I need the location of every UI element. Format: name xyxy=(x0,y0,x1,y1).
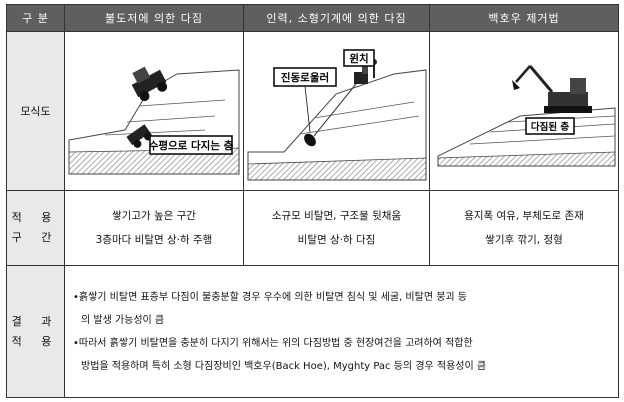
winch-cable xyxy=(313,83,357,137)
callout-winch: 윈치 xyxy=(349,52,368,65)
header-row: 구 분 불도저에 의한 다짐 인력, 소형기계에 의한 다짐 백호우 제거법 xyxy=(6,4,619,32)
callout-vibration-roller: 진동로울러 xyxy=(281,71,329,84)
apply-bulldozer: 쌓기고가 높은 구간 3층마다 비탈면 상·하 주행 xyxy=(64,190,244,266)
apply-label-line1: 적 용 xyxy=(11,211,60,224)
compaction-table: 구 분 불도저에 의한 다짐 인력, 소형기계에 의한 다짐 백호우 제거법 모… xyxy=(6,4,619,398)
ground-hatch-2 xyxy=(247,157,427,181)
header-category: 구 분 xyxy=(6,4,65,32)
bulldozer-diagram-cell: 수평으로 다지는 층 xyxy=(64,31,244,191)
callout-box xyxy=(149,135,233,155)
roller-icon xyxy=(304,133,316,147)
callout-winch-box xyxy=(343,49,375,67)
backhoe-diagram: 다짐된 층 xyxy=(437,65,616,167)
apply-manual: 소규모 비탈면, 구조물 뒷채움 비탈면 상·하 다짐 xyxy=(243,190,430,266)
header-bulldozer: 불도저에 의한 다짐 xyxy=(64,4,244,32)
backhoe-diagram-cell: 다짐된 층 xyxy=(429,31,619,191)
apply-backhoe: 용지폭 여유, 부체도로 존재 쌓기후 깎기, 정형 xyxy=(429,190,619,266)
header-backhoe: 백호우 제거법 xyxy=(429,4,619,32)
apply-bulldozer-line1: 쌓기고가 높은 구간 xyxy=(112,210,196,222)
result-label-line1: 결 과 xyxy=(11,314,60,328)
header-manual: 인력, 소형기계에 의한 다짐 xyxy=(243,4,430,32)
result-row-label: 결 과 적 용 xyxy=(6,265,65,398)
apply-manual-line1: 소규모 비탈면, 구조물 뒷채움 xyxy=(271,210,402,222)
result-bullet1-line2: 의 발생 가능성이 큼 xyxy=(81,314,165,326)
callout-level-layer: 수평으로 다지는 층 xyxy=(149,139,234,152)
apply-row-label: 적 용 구 간 xyxy=(6,190,65,266)
bulldozer-icon xyxy=(131,66,168,102)
apply-backhoe-line1: 용지폭 여유, 부체도로 존재 xyxy=(464,210,584,222)
apply-manual-line2: 비탈면 상·하 다짐 xyxy=(297,234,376,246)
manual-diagram: 진동로울러 윈치 xyxy=(247,49,427,181)
apply-label-line2: 구 간 xyxy=(11,231,60,244)
manual-diagram-cell: 진동로울러 윈치 xyxy=(243,31,430,191)
result-bullet1-line1: •흙쌓기 비탈면 표층부 다짐이 불충분할 경우 우수에 의한 비탈면 침식 및… xyxy=(73,291,467,303)
result-bullet2-line2: 방법을 적용하며 특히 소형 다짐장비인 백호우(Back Hoe), Mygh… xyxy=(81,360,487,372)
apply-row: 적 용 구 간 쌓기고가 높은 구간 3층마다 비탈면 상·하 주행 소규모 비… xyxy=(6,190,619,266)
result-row: 결 과 적 용 •흙쌓기 비탈면 표층부 다짐이 불충분할 경우 우수에 의한 … xyxy=(6,265,619,398)
apply-bulldozer-line2: 3층마다 비탈면 상·하 주행 xyxy=(95,234,213,246)
result-label-line2: 적 용 xyxy=(11,334,60,348)
result-text: •흙쌓기 비탈면 표층부 다짐이 불충분할 경우 우수에 의한 비탈면 침식 및… xyxy=(64,265,619,398)
backhoe-icon xyxy=(512,65,592,113)
callout-compacted-layer: 다짐된 층 xyxy=(531,121,570,133)
diagram-row: 모식도 xyxy=(6,31,619,191)
bulldozer-diagram: 수평으로 다지는 층 xyxy=(68,66,240,175)
result-bullet2-line1: •따라서 흙쌓기 비탈면을 충분히 다지기 위해서는 위의 다짐방법 중 현장여… xyxy=(73,337,473,349)
diagram-row-label: 모식도 xyxy=(6,31,65,191)
callout-compacted-box xyxy=(525,117,575,135)
apply-backhoe-line2: 쌓기후 깎기, 정형 xyxy=(485,234,563,246)
ground-hatch-3 xyxy=(437,151,616,167)
